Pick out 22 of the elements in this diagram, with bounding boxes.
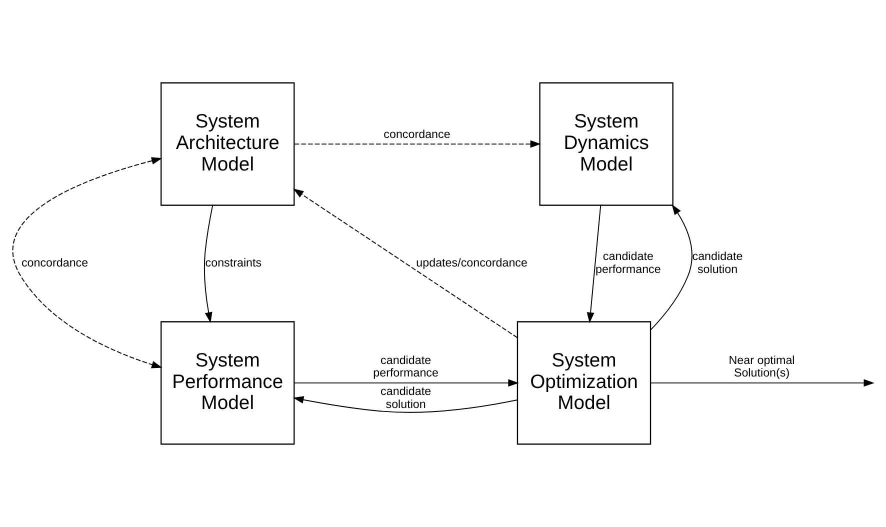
edge-label: candidate performance <box>373 354 438 380</box>
arrow <box>586 204 602 324</box>
edge-label: concordance <box>384 128 450 141</box>
node-box: System Optimization Model <box>516 321 652 445</box>
arrow <box>294 140 541 148</box>
edge-label: updates/concordance <box>416 256 528 270</box>
arrow <box>650 379 874 387</box>
edge-label: candidate solution <box>380 385 432 411</box>
arrow <box>12 157 162 368</box>
node-box: System Performance Model <box>160 321 295 445</box>
node-box: System Dynamics Model <box>539 82 674 206</box>
arrow <box>292 396 518 413</box>
arrow <box>650 204 692 330</box>
arrow <box>293 188 518 338</box>
edge-label: candidate performance <box>596 250 661 276</box>
edge-label: candidate solution <box>692 250 743 276</box>
arrow <box>204 204 214 323</box>
node-box: System Architecture Model <box>160 82 295 206</box>
edge-label: Near optimal Solution(s) <box>728 354 795 380</box>
edge-label: constraints <box>205 256 262 270</box>
arrow <box>294 379 519 387</box>
edge-label: concordance <box>21 256 88 270</box>
